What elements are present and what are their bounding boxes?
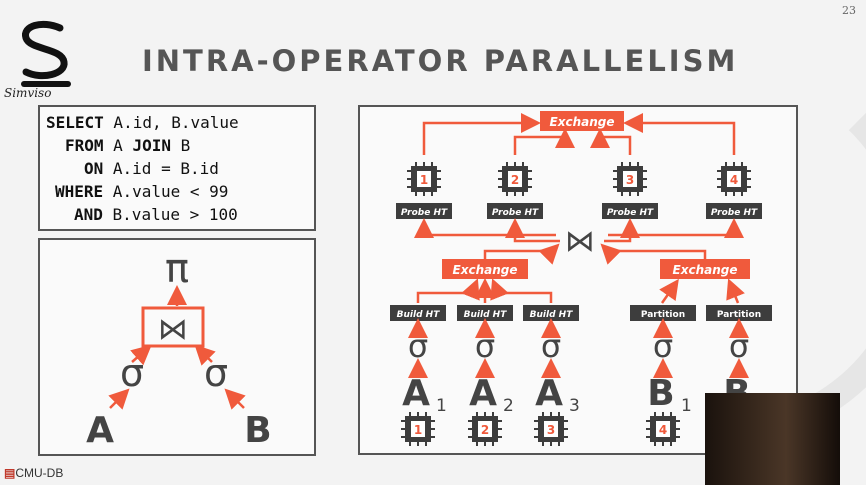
svg-text:Probe HT: Probe HT: [492, 208, 539, 218]
table-b-label: B: [244, 410, 271, 451]
probe-worker-2: 2: [497, 161, 533, 197]
join-symbol: ⋈: [158, 312, 188, 347]
right-exchange-label: Exchange: [673, 263, 738, 277]
table-a2-name: A: [469, 373, 497, 414]
sigma-a3: σ: [541, 327, 561, 365]
svg-text:Build HT: Build HT: [397, 310, 441, 320]
partition-worker-4-number: 4: [659, 423, 667, 437]
selection-left-symbol: σ: [120, 351, 144, 395]
join-operator-box: [141, 306, 205, 348]
logical-plan-diagram: π ⋈ σ σ A B: [86, 246, 272, 451]
sql-line-where: WHERE A.value < 99: [55, 182, 229, 201]
webcam-overlay: [705, 393, 840, 485]
top-exchange-box: [540, 111, 624, 131]
parallel-plan-diagram: Exchange 1 2 3 4 Probe HT Probe HT Probe…: [390, 111, 772, 447]
svg-text:Probe HT: Probe HT: [401, 208, 448, 218]
sql-query-box: SELECT A.id, B.value FROM A JOIN B ON A.…: [38, 105, 316, 231]
build-label-1: Build HT: [390, 305, 446, 321]
probe-worker-1: 1: [406, 161, 442, 197]
left-exchange-label: Exchange: [453, 263, 518, 277]
table-a1-sub: 1: [436, 396, 447, 416]
logical-plan-box: π ⋈ σ σ A B: [38, 238, 316, 456]
parallel-join-symbol: ⋈: [565, 224, 595, 259]
slide-title: INTRA-OPERATOR PARALLELISM: [142, 44, 739, 78]
probe-worker-4-number: 4: [730, 173, 738, 187]
projection-symbol: π: [165, 246, 189, 292]
svg-text:Probe HT: Probe HT: [607, 208, 654, 218]
footer-icon: ▤: [4, 466, 16, 480]
page-number: 23: [842, 4, 856, 17]
sigma-a1: σ: [408, 327, 428, 365]
top-exchange-label: Exchange: [550, 115, 615, 129]
table-a-label: A: [86, 410, 114, 451]
sql-line-and: AND B.value > 100: [74, 205, 238, 224]
build-worker-1: 1: [400, 411, 436, 447]
probe-worker-2-number: 2: [511, 173, 519, 187]
footer-logo: ▤CMU-DB: [4, 466, 63, 480]
svg-text:Build HT: Build HT: [464, 310, 508, 320]
footer-text: CMU-DB: [15, 466, 64, 480]
partition-worker-4: 4: [645, 411, 681, 447]
right-exchange-box: [660, 259, 750, 279]
table-a3-name: A: [535, 373, 563, 414]
selection-right-symbol: σ: [204, 351, 228, 395]
build-worker-3: 3: [533, 411, 569, 447]
partition-label-1: Partition: [630, 305, 696, 321]
svg-text:Partition: Partition: [641, 310, 685, 320]
probe-worker-3: 3: [612, 161, 648, 197]
partition-label-2: Partition: [706, 305, 772, 321]
table-a2-sub: 2: [503, 396, 514, 416]
left-exchange-box: [442, 259, 528, 279]
probe-worker-3-number: 3: [626, 173, 634, 187]
sql-line-from: FROM A JOIN B: [65, 136, 191, 155]
probe-label-2: Probe HT: [487, 203, 543, 219]
probe-worker-1-number: 1: [420, 173, 428, 187]
table-a3-sub: 3: [569, 396, 580, 416]
sql-line-on: ON A.id = B.id: [84, 159, 219, 178]
simviso-logo: [21, 20, 71, 87]
table-b1-name: B: [647, 373, 674, 414]
svg-text:Partition: Partition: [717, 310, 761, 320]
probe-worker-4: 4: [716, 161, 752, 197]
table-a1-name: A: [402, 373, 430, 414]
build-worker-2-number: 2: [481, 423, 489, 437]
build-label-3: Build HT: [523, 305, 579, 321]
build-label-2: Build HT: [457, 305, 513, 321]
svg-text:Probe HT: Probe HT: [711, 208, 758, 218]
build-worker-2: 2: [467, 411, 503, 447]
svg-text:Build HT: Build HT: [530, 310, 574, 320]
sql-line-select: SELECT A.id, B.value: [46, 113, 239, 132]
probe-label-4: Probe HT: [706, 203, 762, 219]
sigma-b2: σ: [729, 327, 749, 365]
build-worker-3-number: 3: [547, 423, 555, 437]
probe-label-3: Probe HT: [602, 203, 658, 219]
sigma-b1: σ: [653, 327, 673, 365]
logo-caption: Simviso: [4, 86, 52, 100]
table-b1-sub: 1: [681, 396, 692, 416]
build-worker-1-number: 1: [414, 423, 422, 437]
probe-label-1: Probe HT: [396, 203, 452, 219]
sigma-a2: σ: [475, 327, 495, 365]
